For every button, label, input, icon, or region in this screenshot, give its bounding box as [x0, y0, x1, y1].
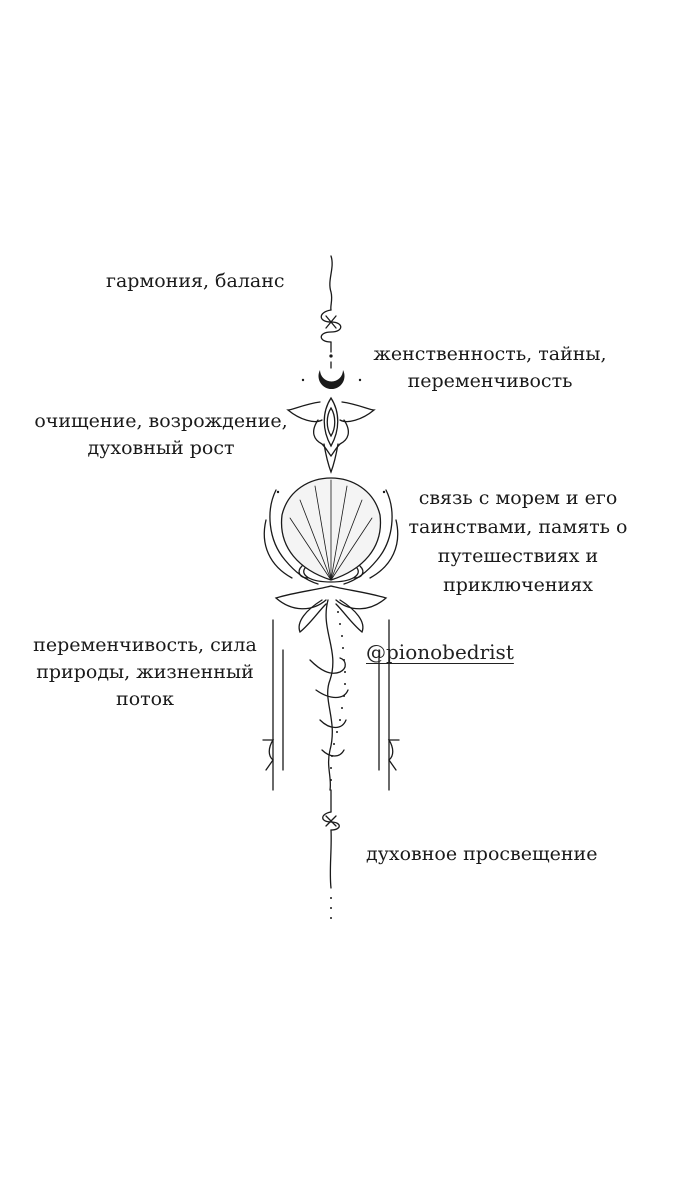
flowing-wave-icon: [309, 599, 349, 791]
annotation-sea-line3: путешествиях и: [437, 545, 599, 567]
annotation-feminine: женственность, тайны, переменчивость: [360, 341, 620, 395]
unalome-top-icon: [320, 255, 342, 358]
dotted-line-icon: [330, 611, 346, 781]
annotation-sea-line1: связь с морем и его: [418, 487, 618, 509]
annotation-nature: переменчивость, сила природы, жизненный …: [30, 632, 260, 713]
lotus-icon: [286, 396, 376, 474]
side-lines-icon: [262, 619, 400, 791]
annotation-feminine-line1: женственность, тайны,: [373, 343, 607, 365]
annotation-enlightenment-line1: духовное просвещение: [366, 843, 598, 865]
annotation-nature-line3: поток: [116, 688, 174, 710]
scallop-shell-icon: [280, 477, 382, 583]
shell-side-flourish-icon: [263, 489, 399, 585]
annotation-rebirth: очищение, возрождение, духовный рост: [26, 408, 296, 462]
annotation-nature-line1: переменчивость, сила: [33, 634, 257, 656]
annotation-sea-line4: приключениях: [443, 574, 593, 596]
crescent-moon-icon: [301, 361, 362, 390]
annotation-rebirth-line2: духовный рост: [87, 437, 235, 459]
annotation-feminine-line2: переменчивость: [407, 370, 573, 392]
petal-leaves-icon: [274, 585, 388, 634]
annotation-nature-line2: природы, жизненный: [36, 661, 254, 683]
author-handle-link[interactable]: @pionobedrist: [366, 640, 514, 664]
annotation-sea-line2: таинствами, память о: [408, 516, 628, 538]
annotation-harmony: гармония, баланс: [106, 268, 285, 295]
annotation-rebirth-line1: очищение, возрождение,: [34, 410, 288, 432]
annotation-harmony-line1: гармония, баланс: [106, 270, 285, 292]
annotation-sea: связь с морем и его таинствами, память о…: [398, 484, 638, 600]
unalome-bottom-icon: [322, 789, 340, 919]
annotation-enlightenment: духовное просвещение: [366, 841, 597, 868]
